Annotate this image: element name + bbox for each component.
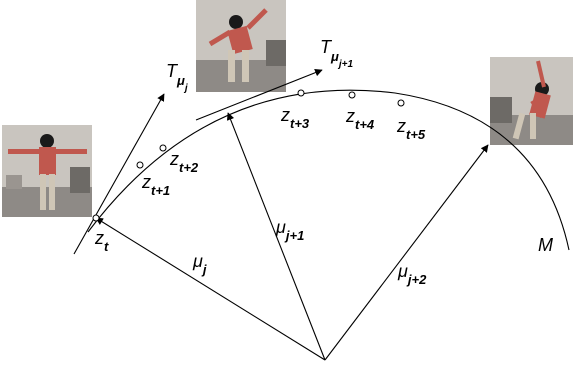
label-z-t2: zt+2 — [170, 149, 199, 175]
photo-pose-bending-arm-raised — [196, 0, 286, 92]
label-mu-j1: μj+1 — [276, 217, 305, 243]
point-z-t4 — [348, 91, 356, 99]
label-z-t1: zt+1 — [142, 172, 171, 198]
vector-mu-j — [95, 217, 326, 361]
point-z-t1 — [136, 161, 144, 169]
point-z-t2 — [159, 144, 167, 152]
tangent-line-j1 — [195, 68, 323, 121]
vector-mu-j1 — [226, 112, 326, 361]
photo-pose-side-bend-arm-up — [490, 57, 573, 145]
label-mu-j: μj — [193, 251, 207, 277]
photo-pose-arms-outstretched — [2, 125, 92, 217]
manifold-curve — [87, 89, 570, 251]
label-z-t4: zt+4 — [346, 106, 375, 132]
label-z-t: zt — [95, 228, 109, 254]
point-z-t5 — [397, 99, 405, 107]
label-z-t3: zt+3 — [281, 105, 310, 131]
point-z-t3 — [297, 89, 305, 97]
label-z-t5: zt+5 — [397, 116, 426, 142]
tangent-line-j — [73, 93, 165, 255]
point-z-t — [92, 214, 100, 222]
label-manifold-m: M — [538, 235, 553, 255]
vector-mu-j2 — [324, 144, 489, 361]
label-tangent-mu-j: Tμj — [166, 61, 188, 94]
label-tangent-mu-j1: Tμj+1 — [320, 37, 354, 70]
label-mu-j2: μj+2 — [398, 261, 427, 287]
